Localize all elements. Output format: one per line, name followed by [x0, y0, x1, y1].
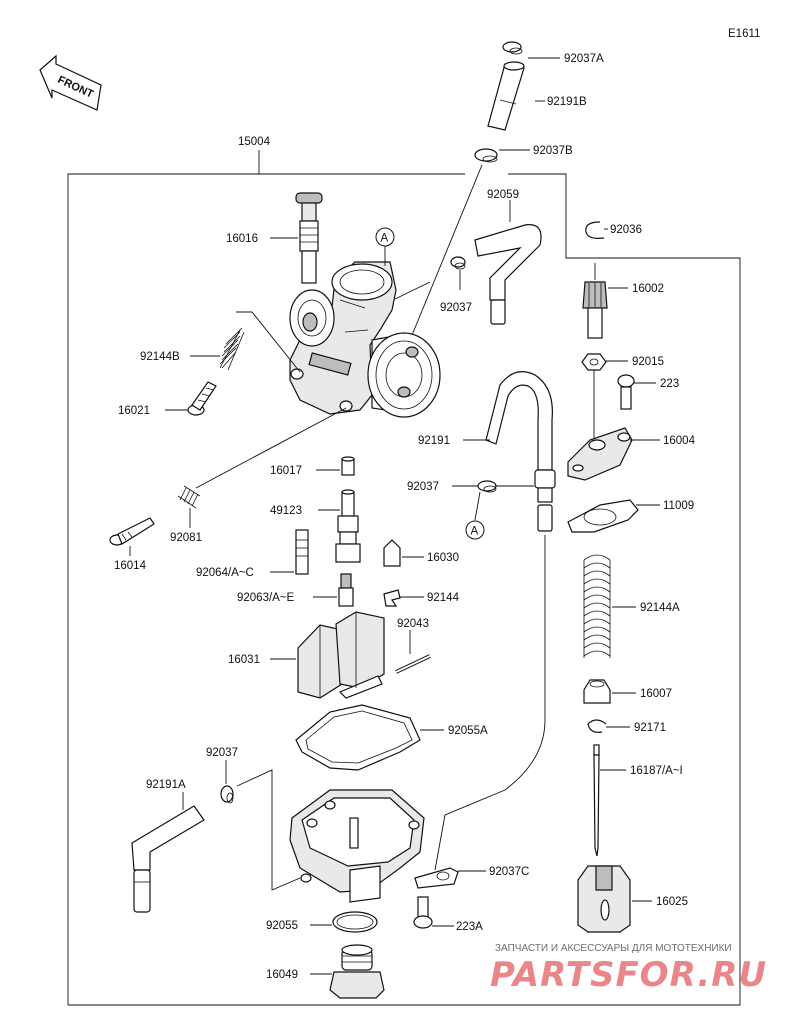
label-92055: 92055 — [266, 920, 298, 932]
needle-jet-92064-drawing — [295, 529, 309, 575]
screw-16021-drawing — [187, 381, 217, 416]
label-92037A: 92037A — [564, 53, 604, 65]
main-jet-92063-drawing — [338, 573, 354, 607]
label-92191A: 92191A — [146, 779, 186, 791]
cap-16004-drawing — [567, 427, 633, 481]
retainer-16007-drawing — [583, 679, 611, 704]
pin-92043-drawing — [395, 654, 431, 674]
hose-92059-drawing — [474, 224, 542, 325]
assembly-frame: 15004 — [67, 136, 741, 1006]
float-valve-16030-drawing — [383, 539, 401, 567]
ref-marker-a-mid: A — [465, 520, 485, 540]
label-92171: 92171 — [634, 722, 666, 734]
label-16004: 16004 — [663, 435, 696, 447]
label-92144: 92144 — [427, 592, 460, 604]
label-16049: 16049 — [266, 969, 298, 981]
label-92191B: 92191B — [547, 96, 587, 108]
float-bowl-drawing — [289, 789, 425, 903]
label-92059: 92059 — [487, 189, 519, 201]
hose-92191-drawing — [485, 371, 556, 532]
jet-16017-drawing — [341, 456, 355, 476]
label-92063: 92063/A~E — [237, 592, 295, 604]
clip-92037A-drawing — [502, 41, 523, 55]
label-92144A: 92144A — [640, 602, 680, 614]
screw-223A-drawing — [413, 896, 433, 929]
gasket-92055A-drawing — [295, 704, 421, 771]
watermark-brand: PARTSFOR.RU — [490, 955, 767, 995]
watermark-caption: ЗАПЧАСТИ И АКСЕССУАРЫ ДЛЯ МОТОТЕХНИКИ — [495, 943, 732, 954]
label-92191: 92191 — [418, 435, 450, 447]
label-92037-low: 92037 — [206, 747, 238, 759]
clip-92037B-drawing — [474, 148, 498, 163]
jet-holder-49123-drawing — [335, 489, 361, 563]
label-16014: 16014 — [114, 560, 147, 572]
carburetor-body-drawing — [289, 261, 441, 418]
label-92037C: 92037C — [489, 866, 529, 878]
label-16021: 16021 — [118, 405, 150, 417]
label-92037-top: 92037 — [440, 302, 472, 314]
spring-92144A-drawing — [583, 554, 611, 658]
gasket-11009-drawing — [567, 499, 639, 533]
label-92064: 92064/A~C — [196, 567, 254, 579]
label-92036: 92036 — [610, 224, 642, 236]
label-16002: 16002 — [632, 283, 664, 295]
label-92081: 92081 — [170, 532, 202, 544]
label-223: 223 — [660, 378, 679, 390]
svg-text:A: A — [471, 526, 479, 538]
clip-92144-drawing — [383, 589, 401, 607]
label-16031: 16031 — [228, 654, 260, 666]
hose-92191B-drawing — [487, 61, 525, 131]
label-92043: 92043 — [397, 618, 429, 630]
label-92037B: 92037B — [533, 145, 573, 157]
throttle-valve-16025-drawing — [577, 865, 631, 933]
o-ring-92055-drawing — [332, 911, 378, 933]
needle-16187-drawing — [593, 744, 600, 857]
spring-92081-drawing — [177, 485, 201, 509]
front-direction-arrow: FRONT — [39, 54, 102, 111]
hose-92191A-drawing — [131, 805, 205, 913]
pilot-screw-16014-drawing — [109, 517, 155, 546]
label-16187: 16187/A~I — [630, 765, 683, 777]
clip-92037-top-drawing — [450, 256, 466, 270]
label-16017: 16017 — [270, 465, 302, 477]
label-16007: 16007 — [640, 688, 672, 700]
svg-text:A: A — [381, 233, 389, 245]
spring-92144B-drawing — [219, 327, 245, 371]
label-92015: 92015 — [632, 356, 664, 368]
ref-marker-a-top: A — [375, 227, 395, 266]
label-16016: 16016 — [226, 233, 258, 245]
label-49123: 49123 — [270, 505, 302, 517]
label-223A: 223A — [456, 921, 483, 933]
screw-223-drawing — [617, 374, 635, 410]
label-11009: 11009 — [663, 500, 694, 512]
assembly-number: 15004 — [238, 136, 271, 148]
float-16031-drawing — [297, 611, 385, 699]
clip-92037-mid-drawing — [477, 480, 497, 493]
screw-16016-drawing — [295, 192, 323, 284]
label-92055A: 92055A — [448, 725, 488, 737]
label-16030: 16030 — [427, 552, 459, 564]
diagram-code: E1611 — [728, 28, 760, 40]
clip-92171-drawing — [587, 719, 607, 733]
label-16025: 16025 — [656, 896, 688, 908]
label-92144B: 92144B — [140, 351, 180, 363]
clip-92037-low-drawing — [220, 785, 234, 804]
nut-92015-drawing — [581, 353, 607, 371]
drain-plug-16049-drawing — [329, 944, 385, 999]
ring-92036-drawing — [585, 221, 605, 239]
screw-16002-drawing — [582, 281, 608, 339]
gasket-92037C-drawing — [414, 867, 459, 889]
label-92037-mid: 92037 — [407, 481, 439, 493]
